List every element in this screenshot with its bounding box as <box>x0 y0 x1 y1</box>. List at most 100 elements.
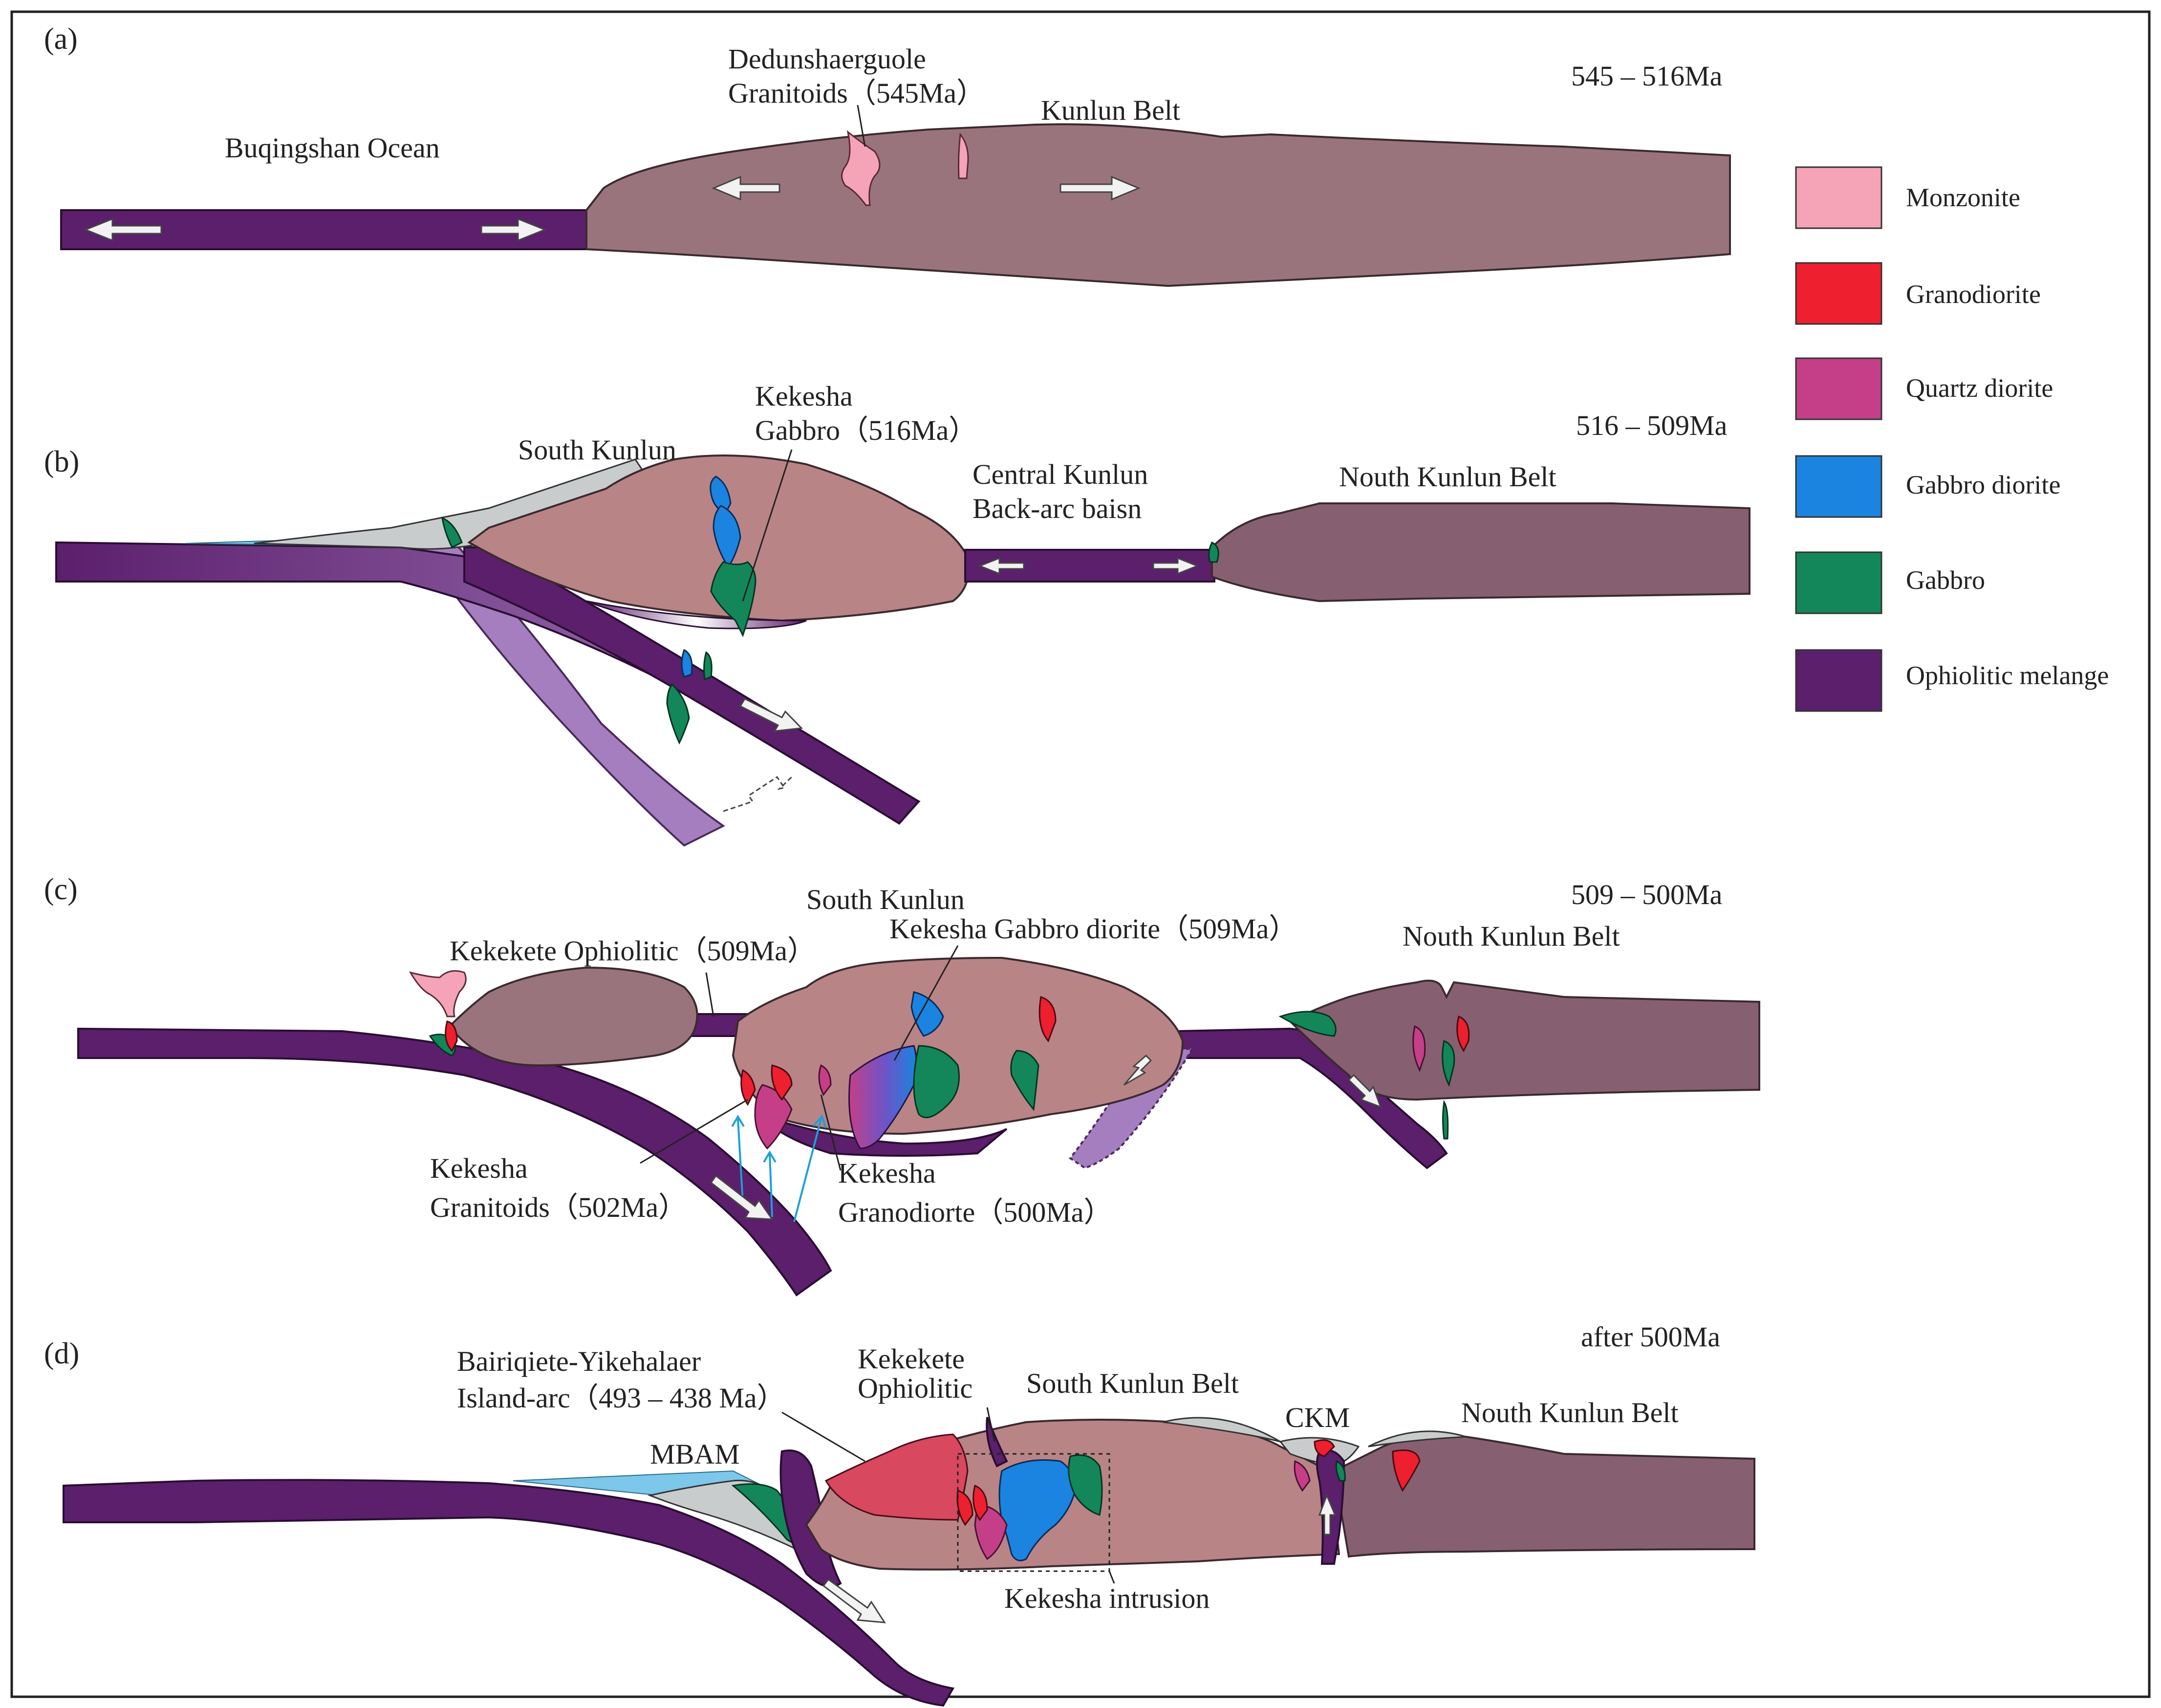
back-arc-arrow-left <box>977 557 1025 575</box>
melt-arrow-3 <box>793 1114 827 1222</box>
granodiorite-kekekete-c <box>445 1020 458 1052</box>
legend-label-monzonite: Monzonite <box>1906 183 2020 212</box>
sediment-cap-north-d <box>1368 1430 1467 1448</box>
ocean-spread-arrow-right <box>480 217 547 242</box>
kekesha-quartz-diorite-d <box>974 1504 1008 1560</box>
subduction-arrow-relict-c <box>1123 1054 1152 1086</box>
figure-border <box>10 10 2151 1698</box>
gabbro-slab-small-b <box>703 651 713 681</box>
legend-label-quartz-diorite: Quartz diorite <box>1906 373 2053 403</box>
subducting-slab-light <box>418 541 725 847</box>
legend-swatch-gabbro <box>1795 551 1882 614</box>
gabbro-north-c-small <box>1442 1100 1449 1140</box>
granitoids-leader-c <box>640 1099 748 1164</box>
arc-age-label: Island-arc（493 – 438 Ma） <box>457 1382 785 1414</box>
kekesha-granodiorite-d-2 <box>972 1484 988 1521</box>
subduction-arrow-west-c <box>710 1174 774 1220</box>
kekekete-label-d: Kekekete <box>858 1343 965 1375</box>
kekesha-gabbro-b <box>710 561 756 637</box>
subduction-arrow-b <box>739 698 803 732</box>
ckm-uplift-arrow <box>1318 1493 1337 1535</box>
quartz-diorite-north-c <box>1412 1025 1426 1072</box>
kunlun-belt-label: Kunlun Belt <box>1041 94 1180 126</box>
granodiorite-north-c <box>1456 1015 1470 1052</box>
dedunshaerguole-monzonite-body <box>841 130 881 206</box>
ophiolitic-label-d: Ophiolitic <box>858 1372 972 1404</box>
gabbro-516-label: Gabbro（516Ma） <box>755 414 977 446</box>
panel-d: (d) after 500Ma <box>44 1321 1755 1707</box>
north-kunlun-belt-label-b: Nouth Kunlun Belt <box>1339 461 1556 493</box>
granodiorite-c-2 <box>771 1064 793 1101</box>
legend-label-gabbro-diorite: Gabbro diorite <box>1906 470 2060 499</box>
kekesha-granodiorite-label-l1: Kekesha <box>838 1157 936 1189</box>
melt-arrow-1 <box>731 1115 745 1203</box>
mbam-label: MBAM <box>650 1438 740 1470</box>
back-arc-basin-label: Back-arc baisn <box>972 493 1142 524</box>
island-arc-body-d <box>824 1433 969 1521</box>
legend-label-granodiorite: Granodiorite <box>1906 280 2041 309</box>
kekesha-granodiorite-label-l2: Granodiorte（500Ma） <box>838 1196 1112 1228</box>
north-kunlun-belt-label-d: Nouth Kunlun Belt <box>1461 1397 1679 1428</box>
belt-extension-arrow-right <box>1059 175 1141 201</box>
gabbro-diorite-slab-b <box>681 649 693 678</box>
panel-c-age: 509 – 500Ma <box>1571 879 1722 910</box>
subducting-plate-d <box>63 1479 955 1707</box>
gabbro-diorite-upper-b <box>710 476 732 514</box>
panel-c-label: (c) <box>44 873 78 906</box>
gabbro-trench-b <box>441 517 463 549</box>
ckm-quartz-diorite-d <box>1294 1460 1311 1492</box>
subduction-arrow-d <box>822 1578 886 1623</box>
legend-swatch-ophiolitic-melange <box>1795 649 1882 712</box>
granodiorite-leader-c <box>820 1094 842 1171</box>
kekesha-intrusion-outline <box>957 1453 1110 1572</box>
kekekete-block-c <box>448 966 698 1067</box>
granodiorite-north-d <box>1392 1449 1421 1492</box>
arc-name-label: Bairiqiete-Yikehalaer <box>457 1345 701 1377</box>
kekesha-granitoids-label-l2: Granitoids（502Ma） <box>430 1191 687 1223</box>
legend-swatch-monzonite <box>1795 166 1882 229</box>
kekesha-label-b: Kekesha <box>755 380 853 412</box>
gabbro-north-c <box>1442 1039 1455 1087</box>
ocean-spread-arrow-left <box>83 217 162 242</box>
monzonite-surface-c <box>409 970 467 1017</box>
legend-swatch-granodiorite <box>1795 262 1882 325</box>
kekesha-gabbro-diorite-label: Kekesha Gabbro diorite（509Ma） <box>889 913 1297 945</box>
legend: Monzonite Granodiorite Quartz diorite Ga… <box>1795 166 2109 712</box>
kunlun-belt-crust <box>585 123 1731 287</box>
gabbro-north-margin-c <box>1278 1011 1337 1037</box>
panel-b: (b) 516 – 509Ma South Kunlun <box>44 380 1750 847</box>
south-kunlun-label-b: South Kunlun <box>518 434 676 466</box>
kekesha-granodiorite-d-1 <box>956 1489 973 1526</box>
subduction-arrow-dashed-b <box>723 776 793 812</box>
gabbro-small-b-east <box>1208 541 1219 563</box>
granodiorite-c-1 <box>740 1069 756 1106</box>
legend-swatch-gabbro-diorite <box>1795 455 1882 518</box>
ckm-label: CKM <box>1285 1402 1350 1433</box>
quartz-diorite-gabbro-diorite-complex-c <box>848 1045 917 1149</box>
panel-c: (c) 509 – 500Ma <box>44 873 1760 1297</box>
north-kunlun-belt-label-c: Nouth Kunlun Belt <box>1403 920 1620 952</box>
granitoids-545-label: Granitoids（545Ma） <box>728 77 985 109</box>
ckm-gabbro-d <box>1335 1460 1346 1482</box>
legend-label-gabbro: Gabbro <box>1906 565 1985 595</box>
melt-arrow-2 <box>763 1150 777 1217</box>
legend-swatch-quartz-diorite <box>1795 357 1882 420</box>
panel-b-age: 516 – 509Ma <box>1576 410 1727 441</box>
gabbro-diorite-leader-c <box>893 945 959 1061</box>
monzonite-dike <box>957 132 969 179</box>
buqingshan-ocean-label: Buqingshan Ocean <box>225 132 440 164</box>
panel-d-age: after 500Ma <box>1581 1321 1720 1353</box>
dedunshaerguole-label: Dedunshaerguole <box>728 43 926 75</box>
legend-label-ophiolitic-melange: Ophiolitic melange <box>1906 661 2109 690</box>
arc-leader-d <box>781 1411 865 1462</box>
gabbro-c-2 <box>1010 1050 1039 1111</box>
north-kunlun-belt-b <box>1211 502 1750 603</box>
gabbro-c-1 <box>913 1045 960 1119</box>
gabbro-diorite-c <box>910 991 944 1037</box>
central-kunlun-label: Central Kunlun <box>972 458 1148 490</box>
south-kunlun-belt-label-d: South Kunlun Belt <box>1026 1367 1239 1399</box>
granodiorite-c-3 <box>1038 996 1057 1042</box>
panel-a: (a) 545 – 516Ma Buqingshan Ocean Dedunsh… <box>44 22 1731 287</box>
kekekete-ophiolitic-label-c: Kekekete Ophiolitic（509Ma） <box>450 935 816 967</box>
